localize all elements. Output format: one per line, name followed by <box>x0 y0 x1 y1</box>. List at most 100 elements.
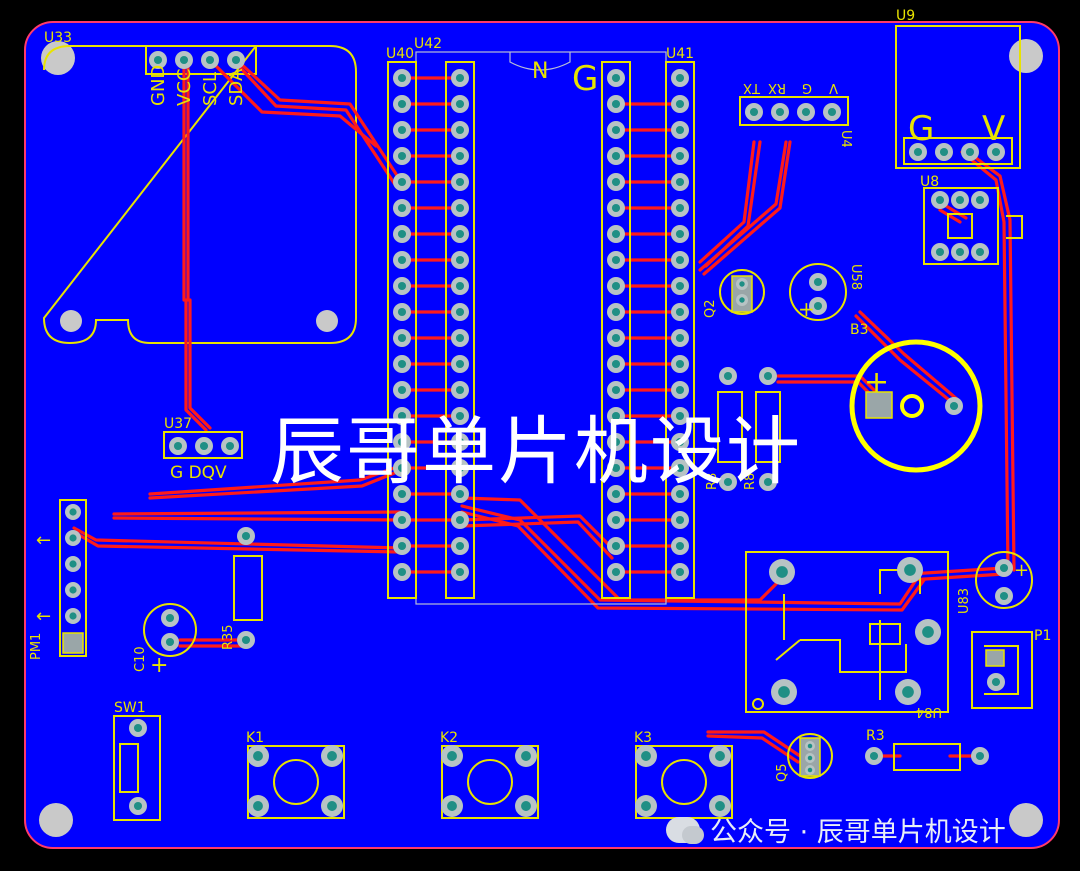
u8-pad-hole <box>955 195 965 205</box>
header-pad-hole <box>455 359 465 369</box>
misc-pad-hole <box>949 401 959 411</box>
relay-pad-hole <box>922 626 934 638</box>
u9-pad-hole <box>913 147 923 157</box>
header-pad-hole <box>611 437 621 447</box>
header-pad-hole <box>455 489 465 499</box>
label-u9-v: V <box>982 109 1005 149</box>
u37-pad-hole <box>173 441 183 451</box>
pm1-pad-hole <box>69 560 77 568</box>
mcu-module <box>387 51 695 605</box>
label-u4-tx: TX <box>743 80 761 95</box>
header-pad-hole <box>455 411 465 421</box>
header-pad-hole <box>675 385 685 395</box>
u8-socket <box>923 187 1023 265</box>
header-pad-hole <box>455 333 465 343</box>
header-pad-hole <box>675 73 685 83</box>
u9-pad-hole <box>965 147 975 157</box>
watermark: 公众号 · 辰哥单片机设计 <box>666 810 1006 849</box>
header-pad-hole <box>611 333 621 343</box>
label-c10-plus: + <box>150 653 168 678</box>
r8-resistors <box>717 391 781 463</box>
led-pad-hole <box>999 563 1009 573</box>
label-u83-plus: + <box>1014 560 1029 581</box>
key-pad-hole <box>327 801 337 811</box>
relay-pad-hole <box>778 686 790 698</box>
key-pad-hole <box>447 801 457 811</box>
header-pad-hole <box>455 151 465 161</box>
passive-pad-hole <box>241 635 251 645</box>
u8-pad-hole <box>935 195 945 205</box>
misc-pad-hole <box>763 477 773 487</box>
u58-led <box>789 263 847 321</box>
header-pad-hole <box>397 359 407 369</box>
relay-pad-hole <box>776 566 788 578</box>
header-pad-hole <box>675 515 685 525</box>
misc-pad-hole <box>763 371 773 381</box>
u9-pad-hole <box>939 147 949 157</box>
header-pads <box>393 69 689 581</box>
p1-connector <box>971 631 1033 709</box>
label-k3: K3 <box>634 730 652 746</box>
header-pad-hole <box>675 359 685 369</box>
key-pad-hole <box>327 751 337 761</box>
u37-pad-hole <box>225 441 235 451</box>
sw1-switch <box>113 715 161 821</box>
label-u37: U37 <box>164 416 192 432</box>
header-pad-hole <box>611 541 621 551</box>
header-pad-hole <box>397 411 407 421</box>
label-u58: U58 <box>848 264 863 290</box>
key-pad-hole <box>641 801 651 811</box>
header-pad-hole <box>611 515 621 525</box>
header-pad-hole <box>455 73 465 83</box>
round-pads <box>65 51 1013 817</box>
u58-pad-hole <box>813 301 823 311</box>
pm1-header <box>59 499 87 657</box>
header-pad-hole <box>675 203 685 213</box>
label-u37-pins: G DQV <box>170 463 227 483</box>
label-u83: U83 <box>957 588 972 614</box>
header-pad-hole <box>675 463 685 473</box>
label-sw1: SW1 <box>114 700 146 716</box>
pm1-pad-hole <box>69 508 77 516</box>
header-pad-hole <box>611 281 621 291</box>
header-pad-hole <box>675 229 685 239</box>
header-pad-hole <box>397 99 407 109</box>
header-pad-hole <box>675 151 685 161</box>
header-pad-hole <box>611 307 621 317</box>
header-pad-hole <box>397 567 407 577</box>
wechat-icon <box>666 816 704 844</box>
misc-pad-hole <box>723 371 733 381</box>
header-pad-hole <box>675 333 685 343</box>
header-pad-hole <box>611 125 621 135</box>
header-pad-hole <box>455 281 465 291</box>
passive-pad-hole <box>165 613 175 623</box>
header-pad-hole <box>611 151 621 161</box>
header-pad-hole <box>455 567 465 577</box>
label-r3: R3 <box>866 728 885 744</box>
header-pad-hole <box>675 307 685 317</box>
header-pad-hole <box>675 177 685 187</box>
key-pad-hole <box>253 801 263 811</box>
label-q5: Q5 <box>775 763 790 782</box>
u9-module <box>895 25 1021 169</box>
watermark-text: 公众号 · 辰哥单片机设计 <box>710 817 1006 848</box>
u4-pad-hole <box>749 107 759 117</box>
label-u33: U33 <box>44 30 72 46</box>
header-pad-hole <box>611 359 621 369</box>
header-pad-hole <box>455 99 465 109</box>
mounting-holes <box>39 39 1043 837</box>
header-pad-hole <box>611 255 621 265</box>
header-pad-hole <box>397 437 407 447</box>
label-u40: U40 <box>386 46 414 62</box>
key-pad-hole <box>253 751 263 761</box>
label-u84: U84 <box>916 704 942 719</box>
header-pad-hole <box>397 463 407 473</box>
label-u58-plus: + <box>798 297 815 321</box>
u8-pad-hole <box>935 247 945 257</box>
header-pad-hole <box>455 463 465 473</box>
label-pm1: PM1 <box>29 633 44 660</box>
header-pad-hole <box>675 567 685 577</box>
label-u4: U4 <box>838 130 853 148</box>
header-pad-hole <box>397 203 407 213</box>
